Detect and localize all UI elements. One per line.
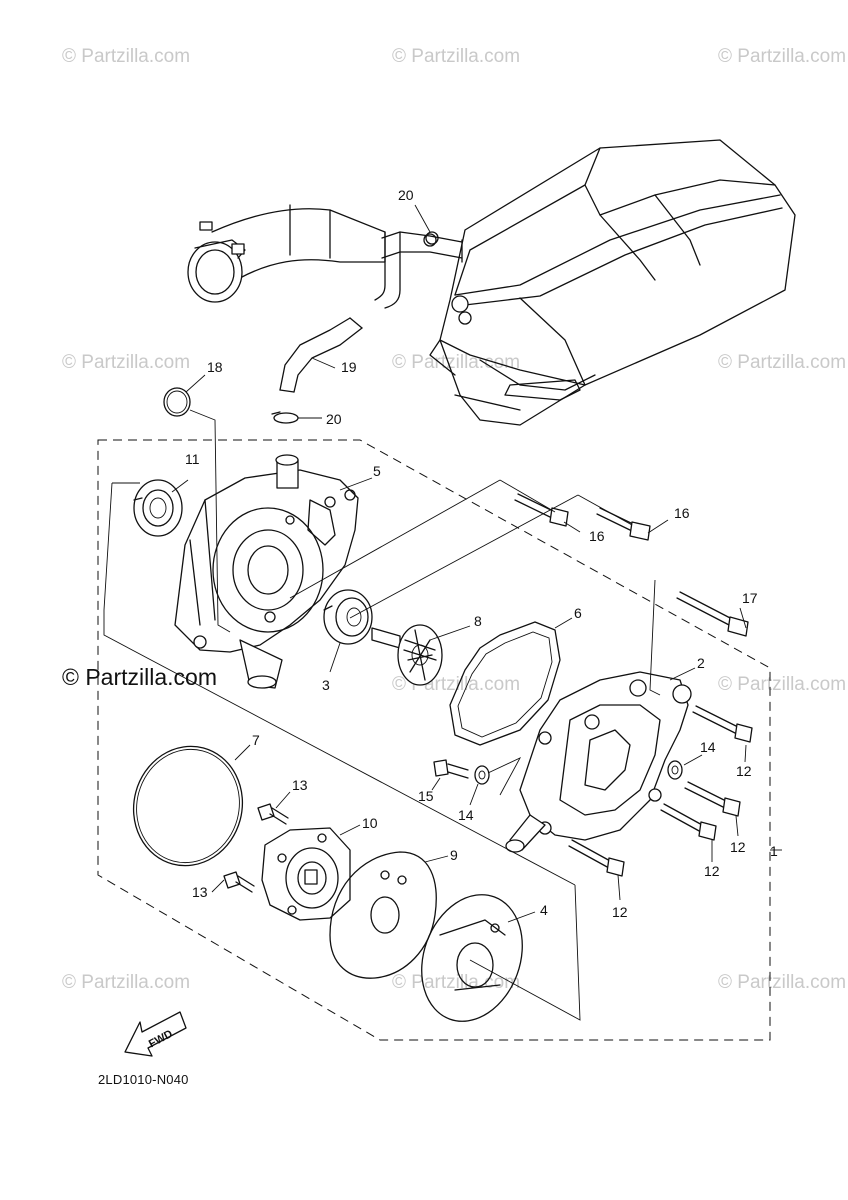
callout-11: 11 — [185, 451, 200, 467]
bearing-3 — [323, 589, 373, 645]
callout-6: 6 — [574, 605, 582, 621]
gasket-6 — [449, 621, 561, 746]
callout-12: 12 — [704, 863, 720, 879]
callout-17: 17 — [742, 590, 758, 606]
pump-housing-5 — [174, 454, 359, 689]
watermark: © Partzilla.com — [392, 46, 520, 67]
callout-18: 18 — [207, 359, 223, 375]
impeller-8 — [371, 624, 443, 686]
washer-14-a — [474, 765, 490, 785]
cover-plate-4 — [421, 894, 523, 1022]
hose-clip-lower — [271, 411, 299, 424]
bolt-16-a — [514, 493, 569, 527]
callout-9: 9 — [450, 847, 458, 863]
washer-14-b — [667, 760, 683, 780]
callout-16: 16 — [674, 505, 690, 521]
callout-14: 14 — [700, 739, 716, 755]
watermark: © Partzilla.com — [62, 46, 190, 67]
main-watermark: © Partzilla.com — [62, 664, 217, 690]
callout-12: 12 — [612, 904, 628, 920]
callout-13: 13 — [192, 884, 208, 900]
bolt-16-b — [596, 507, 651, 541]
o-ring-7 — [132, 745, 244, 867]
bolt-12-d — [568, 839, 625, 877]
air-cleaner-box — [429, 139, 796, 426]
assembly-boundary — [97, 439, 771, 1041]
callout-7: 7 — [252, 732, 260, 748]
callout-4: 4 — [540, 902, 548, 918]
watermark: © Partzilla.com — [718, 46, 846, 67]
hose-clip-upper — [425, 231, 439, 245]
callout-3: 3 — [322, 677, 330, 693]
plate-10 — [261, 827, 351, 921]
plate-9 — [329, 851, 437, 979]
bolt-12-a — [692, 705, 753, 743]
diagram-code: 2LD1010-N040 — [98, 1072, 189, 1087]
o-ring-18 — [163, 387, 191, 417]
watermark: © Partzilla.com — [718, 674, 846, 695]
watermark: © Partzilla.com — [62, 972, 190, 993]
pump-cover-2 — [505, 671, 692, 853]
callout-1: 1 — [770, 843, 778, 859]
watermark: © Partzilla.com — [718, 352, 846, 373]
callout-19: 19 — [341, 359, 357, 375]
callout-20: 20 — [326, 411, 342, 427]
bolt-17 — [676, 591, 749, 637]
callout-12: 12 — [736, 763, 752, 779]
watermark-layer: © Partzilla.com © Partzilla.com © Partzi… — [62, 46, 846, 993]
bolt-15 — [433, 759, 469, 779]
watermark: © Partzilla.com — [392, 352, 520, 373]
callout-12: 12 — [730, 839, 746, 855]
leader-lines — [103, 204, 782, 1021]
bolt-13-b — [223, 871, 255, 893]
callout-labels: 1 2 3 4 5 6 7 8 9 10 11 12 12 12 12 13 1… — [185, 187, 778, 920]
watermark: © Partzilla.com — [718, 972, 846, 993]
callout-13: 13 — [292, 777, 308, 793]
callout-10: 10 — [362, 815, 378, 831]
callout-14: 14 — [458, 807, 474, 823]
forward-arrow: FWD — [124, 1011, 187, 1057]
bearing-11 — [133, 479, 183, 537]
watermark: © Partzilla.com — [62, 352, 190, 373]
bolt-12-b — [684, 781, 741, 817]
bolt-12-c — [660, 803, 717, 841]
bolt-13-a — [257, 803, 289, 825]
callout-8: 8 — [474, 613, 482, 629]
callout-20: 20 — [398, 187, 414, 203]
callout-5: 5 — [373, 463, 381, 479]
callout-15: 15 — [418, 788, 434, 804]
callout-2: 2 — [697, 655, 705, 671]
callout-16: 16 — [589, 528, 605, 544]
